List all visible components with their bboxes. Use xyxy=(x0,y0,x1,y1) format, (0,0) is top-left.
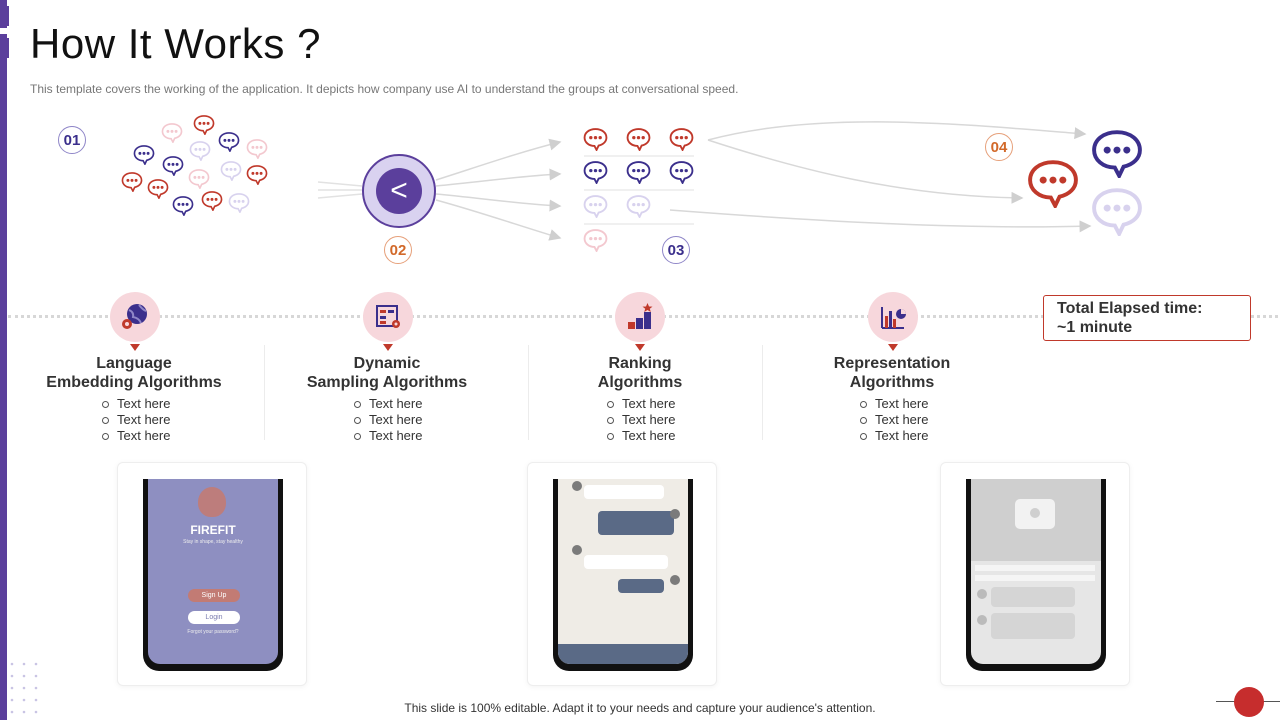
list-item: Text here xyxy=(100,412,220,428)
list-item: Text here xyxy=(858,396,978,412)
list-item: Text here xyxy=(858,412,978,428)
chat-input-bar xyxy=(558,644,688,664)
comment-bubble xyxy=(991,587,1075,607)
bar-pie-chart-icon xyxy=(868,292,918,342)
avatar xyxy=(977,589,987,599)
page-title: How It Works ? xyxy=(30,20,321,67)
category-title-representation: Representation Algorithms xyxy=(833,355,951,391)
bullet-list-ranking: Text here Text here Text here xyxy=(605,396,725,444)
page-subtitle: This template covers the working of the … xyxy=(30,82,739,96)
bullet-list-sampling: Text here Text here Text here xyxy=(352,396,472,444)
comment-bubble xyxy=(991,613,1075,639)
flame-logo-icon xyxy=(198,487,226,517)
list-item: Text here xyxy=(605,428,725,444)
flow-arrow xyxy=(707,121,1087,141)
elapsed-time-label: Total Elapsed time: xyxy=(1057,300,1203,317)
ranking-chart-icon xyxy=(615,292,665,342)
forgot-password-link[interactable]: Forgot your password? xyxy=(187,629,239,635)
elapsed-time-value: ~1 minute xyxy=(1057,319,1133,336)
phone-mockup: FIREFIT Stay in shape, stay healthy Sign… xyxy=(143,479,283,671)
chat-app-screen xyxy=(558,479,688,664)
flow-arrow xyxy=(707,139,1024,204)
column-divider xyxy=(264,345,265,440)
step-number-01: 01 xyxy=(58,126,86,154)
flow-arrow xyxy=(317,193,363,199)
bullet-list-language: Text here Text here Text here xyxy=(100,396,220,444)
flow-arrow xyxy=(435,193,562,212)
list-item: Text here xyxy=(352,412,472,428)
phone-mockup-card-chat xyxy=(527,462,717,686)
avatar xyxy=(977,615,987,625)
avatar xyxy=(670,575,680,585)
camera-lens-icon xyxy=(1027,505,1043,521)
hub-arrow-icon: < xyxy=(376,168,422,214)
timeline-pin xyxy=(130,344,140,351)
phone-mockup xyxy=(966,479,1106,671)
elapsed-time-box: Total Elapsed time: ~1 minute xyxy=(1043,295,1251,341)
ai-hub-node: < xyxy=(362,154,436,228)
category-title-language: Language Embedding Algorithms xyxy=(46,355,222,391)
step-number-04: 04 xyxy=(985,133,1013,161)
chat-bubble xyxy=(618,579,664,593)
app-brand: FIREFIT xyxy=(190,523,236,537)
reaction-row xyxy=(975,565,1095,571)
left-accent-gap xyxy=(0,28,7,34)
settings-panel-icon xyxy=(363,292,413,342)
globe-gear-icon xyxy=(110,292,160,342)
firefit-app-screen: FIREFIT Stay in shape, stay healthy Sign… xyxy=(148,479,278,664)
flow-arrow xyxy=(669,209,1092,233)
conversation-flow-diagram xyxy=(121,115,1280,252)
flow-arrow xyxy=(435,199,562,241)
app-tagline: Stay in shape, stay healthy xyxy=(183,539,243,545)
chat-bubble xyxy=(584,485,664,499)
flow-arrow xyxy=(317,181,363,187)
flow-arrow xyxy=(435,168,562,187)
step-number-03: 03 xyxy=(662,236,690,264)
avatar xyxy=(670,509,680,519)
column-divider xyxy=(762,345,763,440)
list-item: Text here xyxy=(858,428,978,444)
login-button[interactable]: Login xyxy=(188,611,240,624)
category-title-sampling: Dynamic Sampling Algorithms xyxy=(306,355,468,391)
avatar xyxy=(572,545,582,555)
list-item: Text here xyxy=(100,396,220,412)
list-item: Text here xyxy=(352,428,472,444)
phone-mockup-card-social xyxy=(940,462,1130,686)
timeline-pin xyxy=(888,344,898,351)
list-item: Text here xyxy=(605,412,725,428)
bullet-list-representation: Text here Text here Text here xyxy=(858,396,978,444)
slide-nav-dot[interactable] xyxy=(1234,687,1264,717)
social-feed-screen xyxy=(971,479,1101,664)
phone-mockup xyxy=(553,479,693,671)
left-accent-notch xyxy=(0,6,9,26)
timeline-pin xyxy=(635,344,645,351)
footer-note: This slide is 100% editable. Adapt it to… xyxy=(404,701,876,715)
action-row xyxy=(975,575,1095,581)
decorative-dot-grid xyxy=(10,662,38,714)
left-accent-bar xyxy=(0,0,7,720)
sign-up-button[interactable]: Sign Up xyxy=(188,589,240,602)
category-title-ranking: Ranking Algorithms xyxy=(597,355,683,391)
list-item: Text here xyxy=(605,396,725,412)
list-item: Text here xyxy=(100,428,220,444)
left-accent-notch xyxy=(0,38,9,58)
column-divider xyxy=(528,345,529,440)
phone-mockup-card-firefit: FIREFIT Stay in shape, stay healthy Sign… xyxy=(117,462,307,686)
chat-bubble xyxy=(584,555,668,569)
chat-bubble xyxy=(598,511,674,535)
list-item: Text here xyxy=(352,396,472,412)
avatar xyxy=(572,481,582,491)
step-number-02: 02 xyxy=(384,236,412,264)
flow-arrow xyxy=(435,138,562,181)
timeline-pin xyxy=(383,344,393,351)
